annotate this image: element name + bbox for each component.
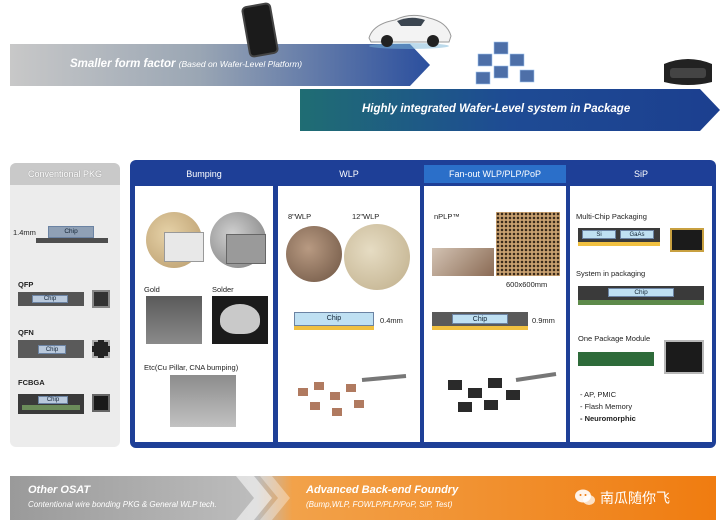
solder-bump-sem [212,296,268,344]
integration-label: Highly integrated Wafer-Level system in … [362,103,631,115]
panel-grid-photo [496,212,560,276]
wechat-icon [575,489,595,505]
other-osat-title: Other OSAT [28,484,91,496]
wlp-dies-photo [292,374,410,422]
sip-header: SiP [633,169,648,179]
multi-chip-photo [670,228,704,252]
gaas-chip-label: GaAs [620,230,654,239]
fcbga-label: FCBGA [18,378,45,387]
panel-size-label: 600x600mm [506,280,548,289]
wlp-12inch-label: 12"WLP [352,212,380,221]
multi-chip-label: Multi-Chip Packaging [576,212,647,221]
watermark: 南瓜随你飞 [574,484,716,510]
qfn-photo [92,340,110,358]
watermark-text: 南瓜随你飞 [600,491,670,507]
form-factor-label: Smaller form factor (Based on Wafer-Leve… [70,58,303,70]
server-cluster-icon [475,41,535,85]
back-end-foundry-title: Advanced Back-end Foundry [306,484,459,496]
fanout-cross-section: Chip [432,312,528,338]
chip-label: Chip [48,226,94,238]
bottom-transition-banner [10,476,716,520]
chip-label: Chip [38,345,66,354]
nplp-label: nPLP™ [434,212,460,221]
chip-label: Chip [294,312,374,326]
system-in-pkg-cross-section: Chip [578,286,704,308]
back-end-foundry-subtitle: (Bump,WLP, FOWLP/PLP/PoP, SiP, Test) [306,500,453,509]
bumping-header: Bumping [186,169,222,179]
qfp-package: Chip [18,292,84,306]
wire-bond-package: Chip [36,220,108,246]
qfp-photo [92,290,110,308]
qfn-label: QFN [18,328,34,337]
vr-headset-icon [664,59,712,85]
height-label: 1.4mm [13,228,36,237]
multi-chip-cross-section: Si GaAs [578,228,660,250]
solder-label: Solder [212,285,234,294]
wlp-header: WLP [339,169,359,179]
fanout-thickness-label: 0.9mm [532,316,555,325]
si-chip-label: Si [582,230,616,239]
fcbga-package: Chip [18,394,84,414]
wafer-8inch-photo [286,226,342,282]
app-neuromorphic: - Neuromorphic [580,414,636,423]
integration-arrow [300,89,720,131]
wlp-cross-section: Chip [294,312,374,338]
app-flash-memory: - Flash Memory [580,402,633,411]
wlp-thickness-label: 0.4mm [380,316,403,325]
one-package-board [578,352,654,366]
qfn-package: Chip [18,340,84,358]
panel-photo [432,248,494,276]
conventional-pkg-header: Conventional PKG [10,163,120,185]
one-package-label: One Package Module [578,334,651,343]
gold-bump-sem [146,296,202,344]
qfp-label: QFP [18,280,34,289]
cu-pillar-sem [170,375,236,427]
chip-label: Chip [452,314,508,324]
chip-label: Chip [38,396,68,404]
chip-label: Chip [608,288,674,297]
etc-bump-label: Etc(Cu Pillar, CNA bumping) [144,363,239,372]
one-package-photo [664,340,704,374]
gold-label: Gold [144,285,160,294]
bump-closeup-photo [164,232,204,262]
app-ap-pmic: - AP, PMIC [580,390,617,399]
solder-closeup-photo [226,234,266,264]
fanout-header: Fan-out WLP/PLP/PoP [424,165,566,183]
form-factor-arrow [10,44,430,86]
wafer-12inch-photo [344,224,410,290]
car-icon [368,14,452,49]
fanout-dies-photo [440,370,558,422]
chip-label: Chip [32,295,68,303]
system-in-pkg-label: System in packaging [576,269,646,278]
other-osat-subtitle: Contentional wire bonding PKG & General … [28,500,217,509]
fcbga-photo [92,394,110,412]
wlp-8inch-label: 8"WLP [288,212,312,221]
